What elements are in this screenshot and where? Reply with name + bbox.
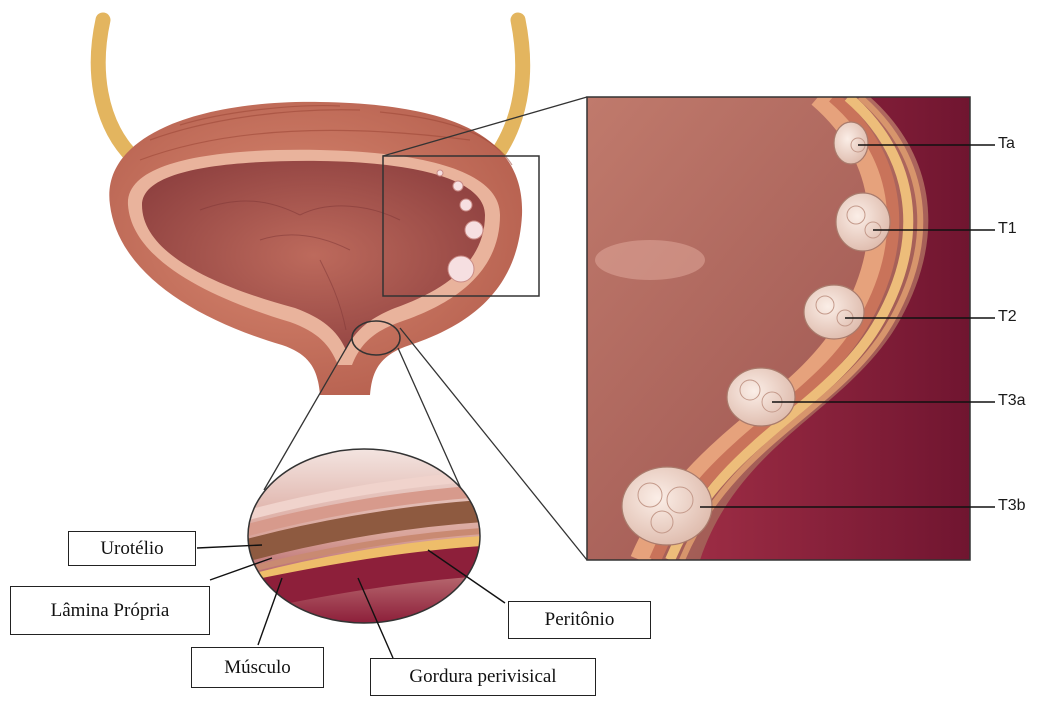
tumor-t3a	[727, 368, 795, 426]
tumor-t2	[804, 285, 864, 339]
label-stage-t1: T1	[998, 220, 1017, 238]
label-peritonio: Peritônio	[508, 601, 651, 639]
label-stage-t3a: T3a	[998, 392, 1026, 410]
label-lamina-propria: Lâmina Própria	[10, 586, 210, 635]
circle-crosssection	[230, 449, 500, 623]
tumor-t3b	[622, 467, 712, 545]
label-stage-t2: T2	[998, 308, 1017, 326]
label-gordura-perivisical: Gordura perivisical	[370, 658, 596, 696]
right-ureter	[500, 20, 523, 150]
label-stage-t3b: T3b	[998, 497, 1026, 515]
label-musculo: Músculo	[191, 647, 324, 688]
label-stage-ta: Ta	[998, 135, 1015, 153]
left-ureter	[98, 20, 128, 152]
label-urotelio: Urotélio	[68, 531, 196, 566]
tumor-t1	[836, 193, 890, 251]
